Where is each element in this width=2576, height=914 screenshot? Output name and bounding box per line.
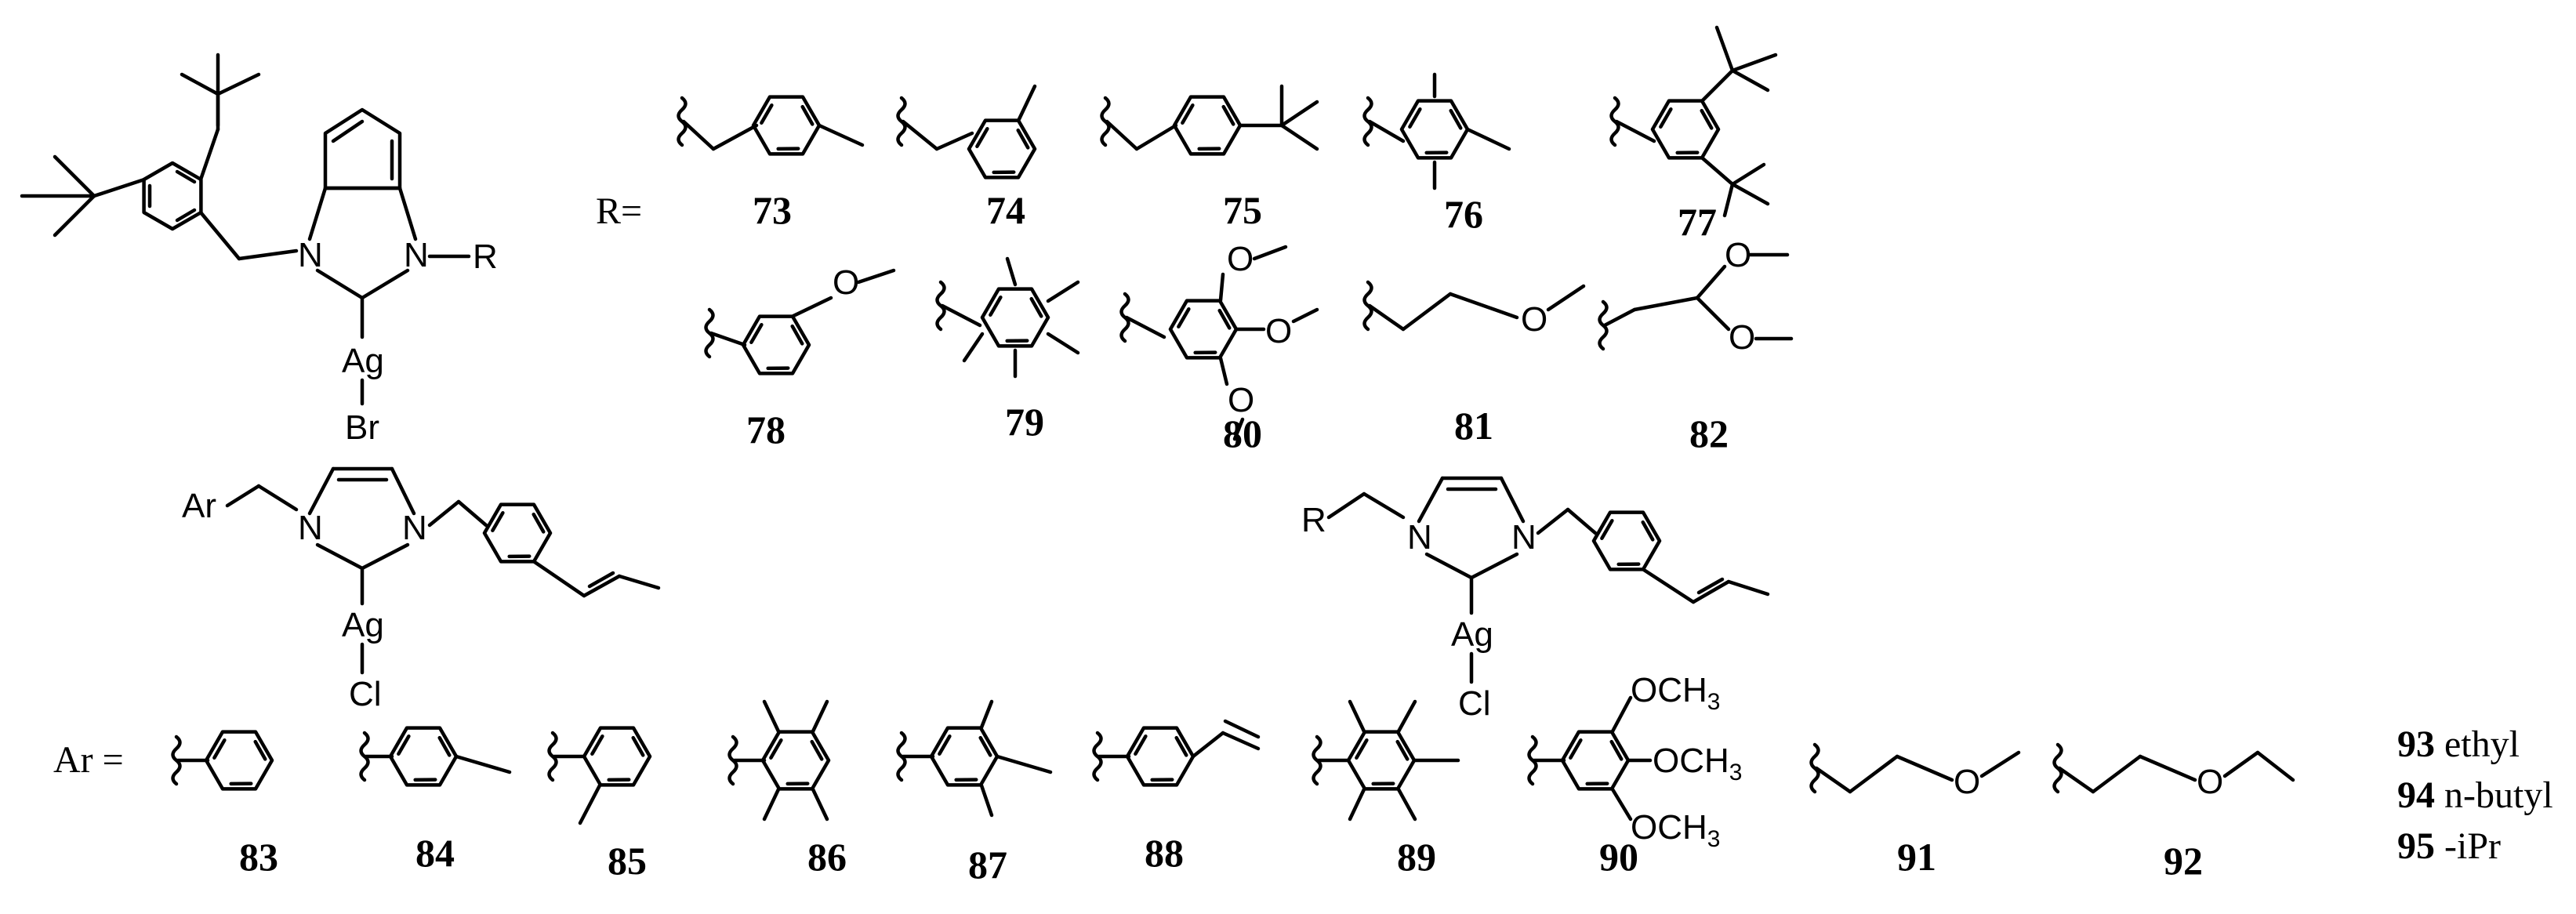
label-86: 86 xyxy=(807,835,847,879)
structure-75 xyxy=(1102,82,1319,168)
structure-76 xyxy=(1365,72,1511,190)
oxygen-atom: O xyxy=(1521,300,1547,339)
label-83: 83 xyxy=(239,835,278,879)
structure-81: O xyxy=(1365,282,1586,339)
label-89: 89 xyxy=(1397,835,1436,879)
oxygen-atom: O xyxy=(1227,240,1254,278)
atom-ar: Ar xyxy=(182,487,216,525)
structure-86 xyxy=(730,699,837,822)
label-81: 81 xyxy=(1454,404,1493,448)
atom-n1: N xyxy=(1407,518,1432,557)
structure-82: O O xyxy=(1600,236,1794,357)
label-85: 85 xyxy=(608,839,647,883)
atom-br: Br xyxy=(345,408,379,447)
label-75: 75 xyxy=(1223,188,1262,232)
structure-91: O xyxy=(1812,745,2021,801)
atom-cl: Cl xyxy=(349,675,382,713)
structure-92: O xyxy=(2055,745,2295,801)
label-74: 74 xyxy=(986,188,1025,232)
label-90: 90 xyxy=(1599,835,1638,879)
mid-right-complex: R N N Ag Cl xyxy=(1301,476,1770,723)
atom-ag: Ag xyxy=(342,342,384,380)
label-80: 80 xyxy=(1223,412,1262,455)
oxygen-atom: O xyxy=(1265,312,1292,350)
atom-cl: Cl xyxy=(1458,684,1491,723)
mid-left-complex: Ar N N Ag Cl xyxy=(182,466,661,713)
label-77: 77 xyxy=(1678,200,1717,244)
label-78: 78 xyxy=(746,408,785,452)
label-88: 88 xyxy=(1145,831,1184,875)
label-84: 84 xyxy=(415,831,455,875)
structure-85 xyxy=(550,713,659,825)
structure-74 xyxy=(898,84,1043,192)
label-92: 92 xyxy=(2164,839,2203,883)
structure-79 xyxy=(938,256,1080,379)
label-91: 91 xyxy=(1897,835,1936,879)
structure-77 xyxy=(1612,25,1778,218)
atom-ag: Ag xyxy=(342,606,384,644)
structure-83 xyxy=(173,717,281,803)
atom-n1: N xyxy=(298,236,323,274)
oxygen-atom: O xyxy=(1729,318,1755,357)
structure-80: O O O xyxy=(1122,240,1319,441)
top-complex: N N R Ag Br xyxy=(20,53,498,447)
atom-n1: N xyxy=(298,509,323,547)
structure-87 xyxy=(898,699,1053,818)
structure-89 xyxy=(1314,699,1460,822)
methoxy-group: OCH3 xyxy=(1631,671,1720,715)
structure-84 xyxy=(361,713,512,799)
methoxy-group: OCH3 xyxy=(1631,808,1720,852)
label-79: 79 xyxy=(1005,400,1044,444)
label-76: 76 xyxy=(1444,192,1483,236)
oxygen-atom: O xyxy=(833,263,859,302)
benzene-ring xyxy=(144,163,201,229)
atom-ag: Ag xyxy=(1451,615,1493,654)
atom-r: R xyxy=(1301,501,1326,539)
r-list-item-95: 95-iPr xyxy=(2397,825,2501,867)
oxygen-atom: O xyxy=(2197,763,2223,801)
atom-n2: N xyxy=(1511,518,1537,557)
ar-equals-label: Ar = xyxy=(53,739,124,781)
r-equals-label: R= xyxy=(596,190,642,232)
label-73: 73 xyxy=(753,188,792,232)
structure-73 xyxy=(679,82,865,168)
oxygen-atom: O xyxy=(1954,763,1980,801)
structure-90: OCH3 OCH3 OCH3 xyxy=(1529,671,1742,852)
label-87: 87 xyxy=(968,843,1007,887)
atom-r: R xyxy=(473,238,498,276)
methoxy-group: OCH3 xyxy=(1653,742,1742,785)
label-82: 82 xyxy=(1689,412,1729,455)
atom-n2: N xyxy=(404,236,429,274)
structure-78: O xyxy=(706,263,896,388)
atom-n2: N xyxy=(402,509,427,547)
structure-88 xyxy=(1094,713,1261,799)
oxygen-atom: O xyxy=(1228,381,1254,419)
oxygen-atom: O xyxy=(1725,236,1751,274)
